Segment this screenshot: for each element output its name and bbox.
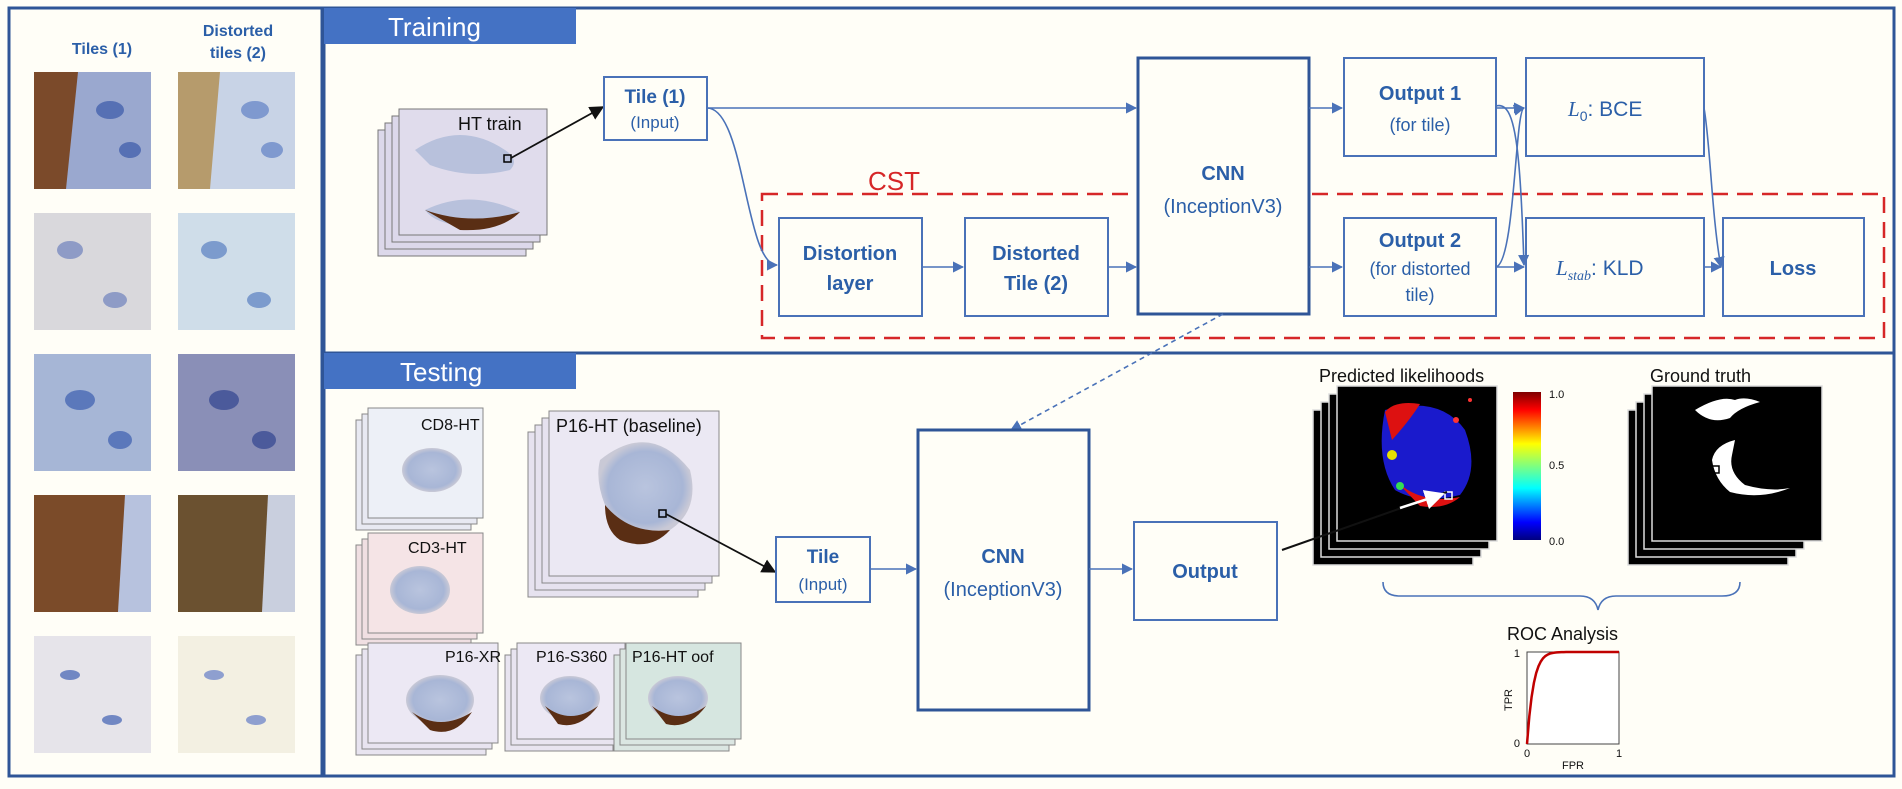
weights-transfer-arrow: [1010, 313, 1224, 431]
p16-ht-baseline-stack: [527, 410, 720, 598]
test-tile-sub: (Input): [798, 575, 847, 594]
testing-header-bg: [324, 353, 576, 389]
roc-y-tick-0: 0: [1514, 738, 1520, 750]
roc-plot: [1525, 650, 1620, 745]
roc-y-label: TPR: [1503, 689, 1515, 711]
p16-xr-label: P16-XR: [445, 649, 501, 666]
train-cnn-title: CNN: [1201, 163, 1244, 185]
colorbar-tick-mid: 0.5: [1549, 460, 1564, 472]
tile-row-1: [34, 72, 295, 189]
test-cnn-box: [916, 428, 1091, 712]
l0-box: [1525, 57, 1705, 157]
p16-s360-stack: [504, 642, 626, 752]
test-cnn-sub: (InceptionV3): [944, 579, 1063, 601]
roc-x-tick-0: 0: [1524, 748, 1530, 760]
output2-sub1: (for distorted: [1369, 259, 1470, 279]
lstab-box: [1525, 217, 1705, 317]
p16-ht-oof-label: P16-HT oof: [632, 649, 714, 666]
loss-box: [1722, 217, 1865, 317]
loss-label: Loss: [1770, 258, 1817, 280]
test-tile-title: Tile: [807, 547, 839, 568]
cst-region: [760, 192, 1886, 340]
distorted-column-title-line2: tiles (2): [210, 45, 266, 62]
output1-sub: (for tile): [1389, 115, 1450, 135]
ground-truth-stack: [1627, 385, 1823, 566]
distorted-tile-box: [964, 217, 1109, 317]
train-cnn-box: [1136, 56, 1311, 316]
tile-row-3: [34, 354, 295, 471]
distortion-layer-line1: Distortion: [803, 243, 897, 265]
output1-box: [1343, 57, 1497, 157]
tile-row-4: [34, 495, 295, 612]
distorted-column-title-line1: Distorted: [203, 23, 273, 40]
ht-train-label: HT train: [458, 114, 522, 134]
l0-label: L0: BCE: [1567, 97, 1642, 124]
training-header: Training: [388, 12, 481, 42]
train-cnn-sub: (InceptionV3): [1164, 196, 1283, 218]
tile-row-2: [34, 213, 295, 330]
train-tile-box: [603, 76, 708, 141]
cd8-ht-label: CD8-HT: [421, 417, 480, 434]
colorbar-tick-max: 1.0: [1549, 389, 1564, 401]
colorbar-tick-min: 0.0: [1549, 536, 1564, 548]
colorbar: [1513, 392, 1541, 540]
cd3-ht-stack: [355, 532, 484, 646]
roc-bracket: [1382, 581, 1741, 611]
cd8-ht-stack: [355, 407, 484, 531]
train-tile-title: Tile (1): [625, 87, 686, 108]
p16-ht-baseline-label: P16-HT (baseline): [556, 416, 702, 436]
distortion-layer-box: [778, 217, 923, 317]
output2-box: [1343, 217, 1497, 317]
p16-s360-label: P16-S360: [536, 649, 607, 666]
distorted-tile-line1: Distorted: [992, 243, 1080, 265]
p16-xr-stack: [355, 642, 499, 756]
roc-x-tick-1: 1: [1616, 748, 1622, 760]
test-tile-box: [775, 536, 871, 603]
roc-y-tick-1: 1: [1514, 648, 1520, 660]
p16-ht-oof-stack: [613, 642, 742, 752]
baseline-to-tile-arrow: [665, 513, 777, 573]
cst-label: CST: [868, 166, 920, 196]
test-output-label: Output: [1172, 561, 1238, 583]
ground-truth-label: Ground truth: [1650, 366, 1751, 386]
lstab-label: Lstab: KLD: [1555, 256, 1644, 284]
output2-title: Output 2: [1379, 230, 1461, 252]
predicted-likelihoods-label: Predicted likelihoods: [1319, 366, 1484, 386]
roc-x-label: FPR: [1562, 760, 1584, 772]
roc-title: ROC Analysis: [1507, 624, 1618, 644]
output2-sub2: tile): [1405, 285, 1434, 305]
training-arrows: [706, 102, 1725, 273]
predicted-likelihood-stack: [1312, 385, 1498, 566]
testing-header: Testing: [400, 357, 482, 387]
distorted-tile-line2: Tile (2): [1004, 273, 1068, 295]
test-cnn-title: CNN: [981, 546, 1024, 568]
tiles-column-title: Tiles (1): [72, 41, 132, 58]
ht-train-to-tile-arrow: [510, 106, 605, 159]
distortion-layer-line2: layer: [827, 273, 874, 295]
cd3-ht-label: CD3-HT: [408, 540, 467, 557]
train-tile-sub: (Input): [630, 113, 679, 132]
roc-curve: [1525, 650, 1619, 745]
test-output-box: [1133, 521, 1278, 621]
tile-row-5: [34, 636, 295, 753]
ht-train-stack: [377, 108, 548, 257]
training-header-bg: [324, 8, 576, 44]
output1-title: Output 1: [1379, 83, 1461, 105]
